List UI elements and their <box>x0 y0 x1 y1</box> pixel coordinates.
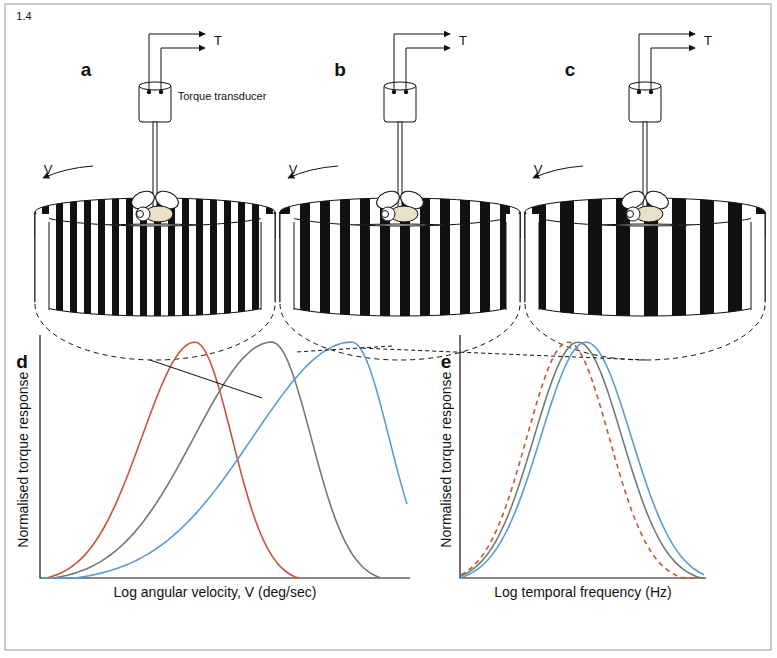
motion-label: V <box>44 163 53 177</box>
fly <box>129 188 182 222</box>
striped-drum <box>280 34 520 360</box>
axis-label: Log angular velocity, V (deg/sec) <box>114 585 317 600</box>
tuning-curve <box>41 342 380 578</box>
striped-drum <box>35 34 275 360</box>
axis-label: Normalised torque response <box>16 372 31 548</box>
axis-label: Normalised torque response <box>439 372 454 548</box>
chart-axes <box>40 335 410 578</box>
tuning-curve <box>461 342 698 578</box>
signal-name: T <box>459 34 467 48</box>
axis-label: Log temporal frequency (Hz) <box>494 585 671 600</box>
striped-drum <box>525 34 765 360</box>
tuning-curve <box>461 342 704 578</box>
leader-line <box>360 348 646 360</box>
fly <box>374 188 427 222</box>
tuning-curve <box>461 342 704 577</box>
panel-letter: d <box>16 352 28 373</box>
part-name: Torque transducer <box>178 90 267 102</box>
frame <box>5 4 771 650</box>
leader-line <box>150 360 262 398</box>
chart-axes <box>460 335 706 578</box>
panel-letter: b <box>334 60 346 81</box>
tuning-curve <box>41 342 407 578</box>
signal-name: T <box>704 34 712 48</box>
panel-letter: e <box>441 352 452 373</box>
motion-label: V <box>289 163 298 177</box>
tuning-curve <box>41 342 299 578</box>
figure-number: 1.4 <box>16 10 31 22</box>
signal-name: T <box>214 34 222 48</box>
panel-letter: a <box>81 60 92 81</box>
fly <box>619 188 672 222</box>
motion-label: V <box>534 163 543 177</box>
panel-letter: c <box>565 60 576 81</box>
